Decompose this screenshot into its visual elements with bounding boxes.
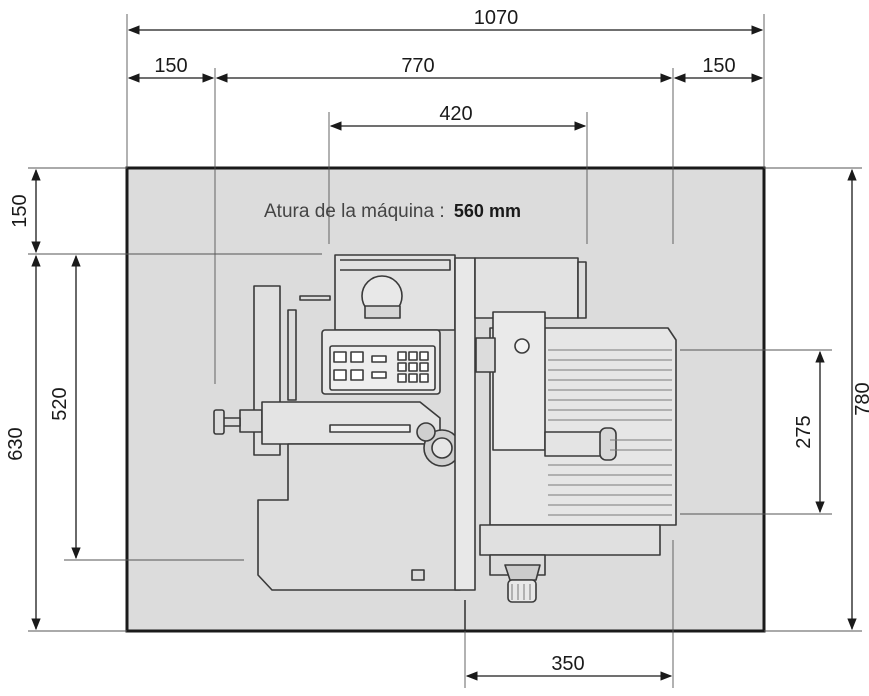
dim-inner-depth: 520	[49, 387, 71, 420]
dim-right-clearance: 150	[702, 55, 735, 77]
dim-overall-width: 1070	[474, 7, 519, 29]
machine-outline	[213, 254, 677, 630]
dim-left-clearance: 150	[154, 55, 187, 77]
machine-height-label: Atura de la máquina :	[264, 201, 445, 222]
dim-inner-width: 420	[439, 103, 472, 125]
machine-height-value: 560 mm	[454, 201, 521, 221]
blade-guard-ribs	[511, 349, 672, 600]
extension-lines	[28, 14, 862, 688]
dim-machine-depth: 630	[5, 427, 27, 460]
machine-height-note: Atura de la máquina : 560 mm	[264, 201, 521, 222]
dim-top-clearance: 150	[9, 194, 31, 227]
dim-overall-depth: 780	[852, 382, 869, 415]
dimension-lines	[31, 25, 857, 681]
dim-machine-width: 770	[401, 55, 434, 77]
dim-right-inner-depth: 275	[793, 415, 815, 448]
dim-bottom-offset: 350	[551, 653, 584, 675]
